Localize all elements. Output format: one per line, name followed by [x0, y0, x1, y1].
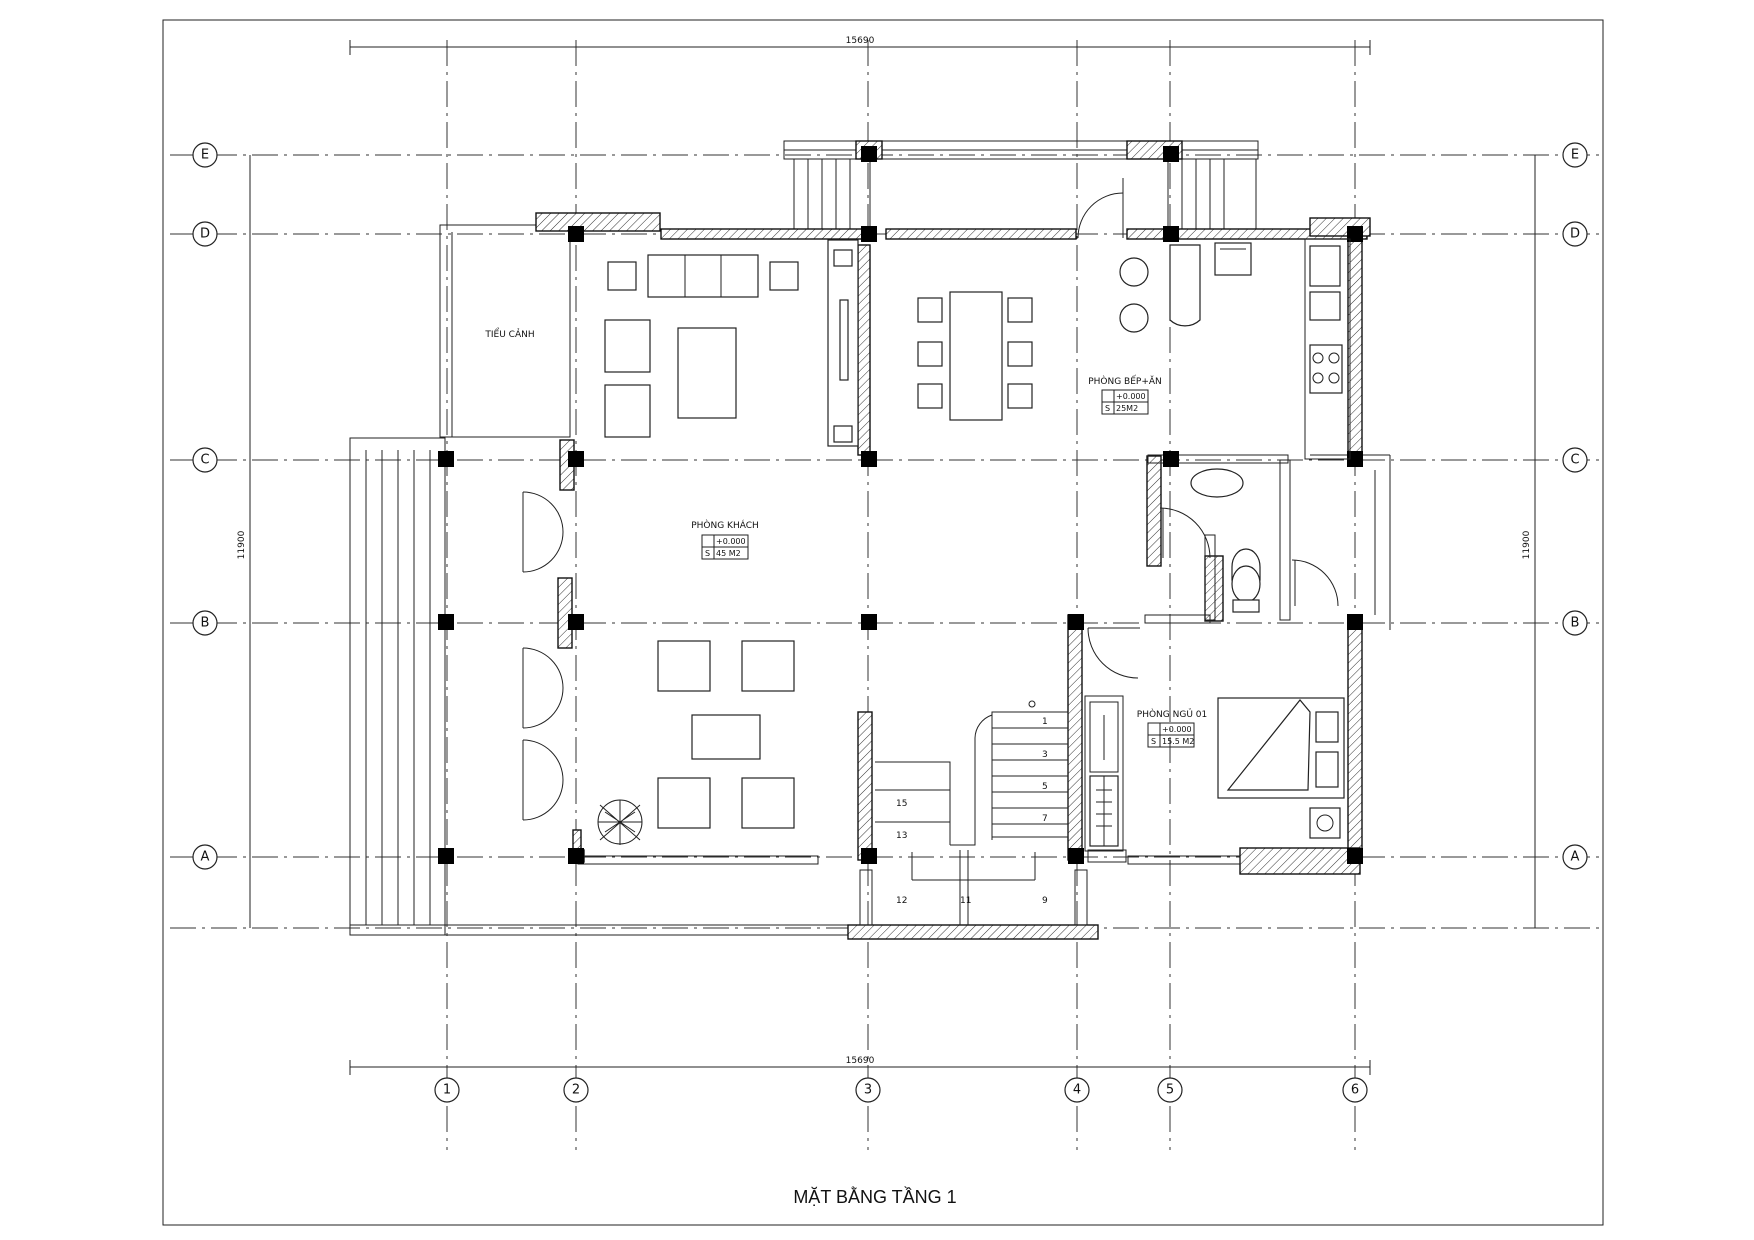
bedroom-fixtures [1084, 627, 1345, 852]
svg-text:D: D [200, 227, 210, 242]
axis-bubble-row-a-left: A [192, 844, 218, 870]
stair-step-1: 1 [1042, 717, 1048, 727]
axis-bubble-col-4: 4 [1064, 1077, 1090, 1103]
svg-text:3: 3 [864, 1083, 872, 1098]
axis-bubble-row-e-right: E [1562, 142, 1588, 168]
svg-text:1: 1 [443, 1083, 451, 1098]
staircase [859, 700, 1088, 926]
dimension-right-label: 11900 [1522, 530, 1532, 559]
axis-bubble-col-3: 3 [855, 1077, 881, 1103]
svg-text:D: D [1570, 227, 1580, 242]
svg-text:A: A [1571, 850, 1580, 865]
svg-text:C: C [200, 453, 209, 468]
room-label-tieu-canh: TIỂU CẢNH [484, 327, 534, 340]
stair-step-3: 3 [1042, 750, 1048, 760]
stair-step-5: 5 [1042, 782, 1048, 792]
svg-text:6: 6 [1351, 1083, 1359, 1098]
axis-bubble-row-a-right: A [1562, 844, 1588, 870]
room-level-phong-bep-an: +0.000 [1116, 392, 1146, 401]
axis-bubble-row-d-left: D [192, 221, 218, 247]
axis-bubble-row-e-left: E [192, 142, 218, 168]
dimension-lines [249, 40, 1536, 1075]
svg-text:4: 4 [1073, 1083, 1081, 1098]
svg-text:5: 5 [1166, 1083, 1174, 1098]
room-area-phong-ngu-01: 15.5 M2 [1162, 737, 1194, 746]
axis-bubble-row-b-left: B [192, 610, 218, 636]
stair-step-7: 7 [1042, 814, 1048, 824]
room-label-phong-ngu-01: PHÒNG NGỦ 01 [1137, 708, 1207, 720]
axis-bubble-row-b-right: B [1562, 610, 1588, 636]
stair-step-13: 13 [896, 831, 907, 841]
room-area-phong-khach: 45 M2 [716, 549, 741, 558]
dimension-top-label: 15690 [846, 36, 875, 46]
stair-step-12: 12 [896, 896, 907, 906]
room-level-phong-khach: +0.000 [716, 537, 746, 546]
svg-text:E: E [1571, 148, 1579, 163]
room-tag-phong-ngu-01 [1147, 722, 1195, 748]
dimension-left-label: 11900 [237, 530, 247, 559]
stair-step-15: 15 [896, 799, 907, 809]
room-tag-phong-khach [701, 534, 749, 560]
svg-text:C: C [1570, 453, 1579, 468]
front-terrace-steps [349, 437, 850, 936]
kitchen-fixtures [1077, 178, 1351, 460]
room-area-label-phong-ngu-01: S [1151, 737, 1156, 746]
structural-columns [438, 146, 1363, 864]
living-room-armchairs [657, 640, 795, 829]
axis-bubble-col-5: 5 [1157, 1077, 1183, 1103]
room-level-phong-ngu-01: +0.000 [1162, 725, 1192, 734]
svg-text:E: E [201, 148, 209, 163]
axis-bubble-row-d-right: D [1562, 221, 1588, 247]
axis-bubble-col-6: 6 [1342, 1077, 1368, 1103]
axis-bubble-row-c-right: C [1562, 447, 1588, 473]
wc-room [1159, 468, 1339, 613]
room-label-phong-bep-an: PHÒNG BẾP+ĂN [1088, 375, 1162, 387]
room-area-label-phong-bep-an: S [1105, 404, 1110, 413]
svg-text:A: A [201, 850, 210, 865]
grid-lines [170, 40, 1600, 1150]
potted-plant-icon [597, 799, 643, 845]
axis-bubble-col-2: 2 [563, 1077, 589, 1103]
drawing-frame [162, 19, 1604, 1226]
stair-step-11: 11 [960, 896, 971, 906]
room-area-label-phong-khach: S [705, 549, 710, 558]
dimension-bottom-label: 15690 [846, 1056, 875, 1066]
walls [535, 212, 1391, 940]
dining-table-set [917, 291, 1033, 421]
svg-text:B: B [201, 616, 210, 631]
svg-text:2: 2 [572, 1083, 580, 1098]
axis-bubble-col-1: 1 [434, 1077, 460, 1103]
room-area-phong-bep-an: 25M2 [1116, 404, 1138, 413]
room-label-phong-khach: PHÒNG KHÁCH [691, 519, 759, 531]
room-tag-phong-bep-an [1101, 389, 1149, 415]
garden-area [439, 224, 571, 438]
living-room-sofa-set [604, 239, 859, 447]
stair-step-9: 9 [1042, 896, 1048, 906]
drawing-title: MẶT BẰNG TẦNG 1 [793, 1186, 956, 1207]
entry-doors [522, 491, 564, 821]
svg-text:B: B [1571, 616, 1580, 631]
axis-bubble-row-c-left: C [192, 447, 218, 473]
